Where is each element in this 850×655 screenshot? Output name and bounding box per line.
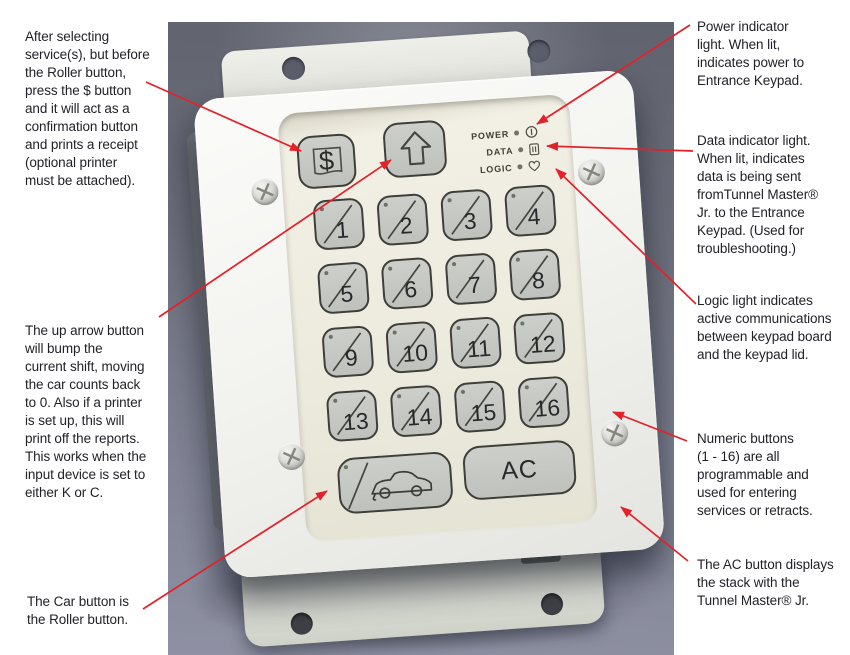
annotation-power-light: Power indicator light. When lit, indicat… — [697, 19, 805, 88]
numeric-button-5[interactable]: 5 — [316, 261, 371, 315]
numeric-button-16[interactable]: 16 — [517, 375, 571, 429]
slash-mark — [400, 391, 430, 431]
numeric-button-label: 11 — [466, 334, 492, 363]
keypad-photo: $ POWER DATA — [168, 22, 674, 655]
numeric-button-label: 16 — [533, 394, 561, 422]
up-arrow-button[interactable] — [382, 119, 448, 179]
slash-mark — [332, 332, 362, 372]
slash-mark — [460, 323, 489, 363]
numeric-button-13[interactable]: 13 — [325, 388, 380, 443]
slash-mark — [391, 264, 421, 304]
numeric-button-11[interactable]: 11 — [448, 316, 503, 370]
screw-icon — [277, 442, 306, 471]
numeric-button-8[interactable]: 8 — [508, 247, 562, 302]
data-icon — [528, 141, 541, 156]
screw-icon — [600, 418, 630, 448]
data-indicator-row: DATA — [486, 141, 541, 160]
power-indicator-row: POWER — [471, 124, 540, 144]
slash-mark — [519, 255, 549, 295]
annotation-up-arrow-button: The up arrow button will bump the curren… — [25, 323, 147, 500]
slash-mark — [396, 327, 426, 367]
entrance-keypad-device: $ POWER DATA — [175, 22, 674, 652]
numeric-button-1[interactable]: 1 — [312, 197, 366, 251]
numeric-button-label: 4 — [526, 203, 542, 230]
slash-mark — [524, 318, 553, 358]
annotation-dollar-button: After selecting service(s), but before t… — [25, 29, 150, 188]
slash-mark — [451, 195, 481, 235]
numeric-button-6[interactable]: 6 — [380, 256, 434, 311]
numeric-button-4[interactable]: 4 — [503, 184, 558, 238]
numeric-button-10[interactable]: 10 — [385, 320, 439, 374]
numeric-button-label: 9 — [344, 344, 359, 371]
numeric-button-label: 6 — [403, 275, 418, 303]
slash-mark — [348, 462, 369, 510]
numeric-button-label: 15 — [469, 398, 498, 427]
car-button[interactable] — [336, 450, 454, 515]
screw-icon — [577, 157, 606, 187]
annotation-logic-light: Logic light indicates active communicati… — [697, 293, 832, 362]
numeric-button-7[interactable]: 7 — [444, 252, 498, 306]
numeric-button-label: 2 — [398, 211, 414, 239]
slash-mark — [515, 191, 544, 231]
numeric-button-label: 3 — [462, 207, 478, 235]
numeric-button-3[interactable]: 3 — [439, 188, 494, 242]
annotation-ac-button: The AC button displays the stack with th… — [697, 557, 834, 608]
slash-mark — [336, 396, 366, 436]
screw-icon — [250, 177, 280, 207]
numeric-button-15[interactable]: 15 — [453, 379, 507, 434]
slash-mark — [464, 387, 494, 427]
numeric-button-label: 12 — [529, 330, 557, 359]
numeric-button-12[interactable]: 12 — [512, 311, 567, 366]
numeric-button-2[interactable]: 2 — [376, 192, 430, 247]
annotation-numeric-buttons: Numeric buttons (1 - 16) are all program… — [697, 431, 813, 518]
annotation-car-button: The Car button is the Roller button. — [27, 594, 129, 627]
numeric-button-label: 7 — [467, 271, 482, 299]
ac-button[interactable]: AC — [461, 439, 578, 501]
numeric-button-9[interactable]: 9 — [321, 325, 375, 379]
slash-mark — [528, 382, 558, 422]
numeric-button-label: 10 — [401, 339, 429, 367]
logic-indicator-row: LOGIC — [479, 158, 541, 177]
up-arrow-icon — [400, 131, 432, 166]
numeric-button-label: 14 — [405, 403, 434, 431]
annotation-data-light: Data indicator light. When lit, indicate… — [697, 133, 818, 256]
numeric-button-label: 8 — [531, 266, 546, 294]
numeric-button-label: 1 — [335, 216, 350, 244]
numeric-button-label: 13 — [342, 407, 370, 436]
ac-button-label: AC — [500, 454, 539, 485]
numeric-button-label: 5 — [339, 280, 355, 308]
slash-mark — [387, 200, 417, 240]
power-icon — [524, 124, 540, 140]
numeric-button-14[interactable]: 14 — [389, 384, 443, 438]
car-icon — [371, 470, 433, 501]
heart-icon — [527, 159, 542, 173]
slash-mark — [455, 259, 485, 299]
